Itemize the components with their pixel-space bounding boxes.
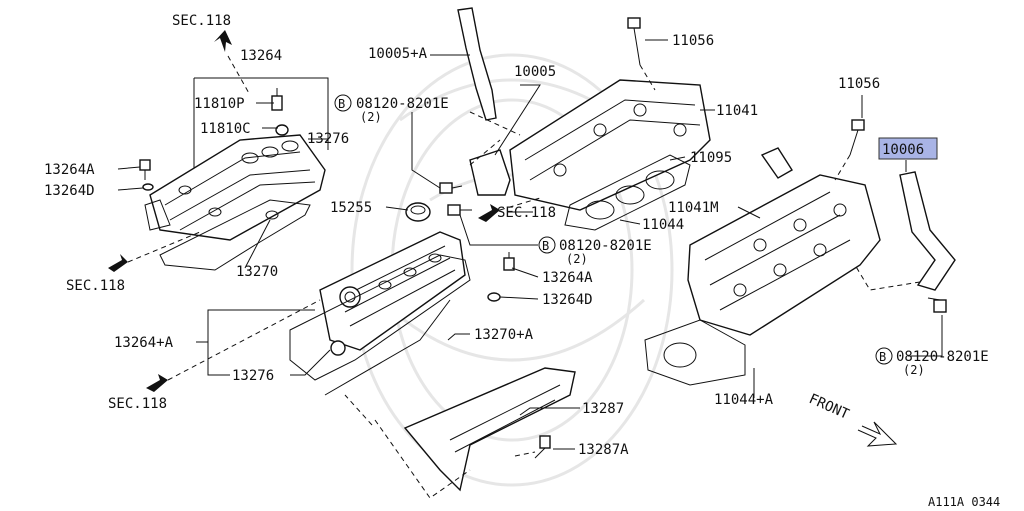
- bolt-11056-top[interactable]: [627, 17, 641, 66]
- label-13270[interactable]: 13270: [236, 264, 278, 280]
- label-08120-top-group[interactable]: B 08120-8201E (2): [334, 94, 449, 124]
- label-10006-highlighted[interactable]: 10006: [878, 137, 938, 160]
- bolt-symbol-right: B: [879, 350, 886, 364]
- cylinder-head-right[interactable]: [687, 174, 881, 336]
- label-13287[interactable]: 13287: [582, 401, 624, 417]
- bolt-symbol-top: B: [338, 97, 345, 111]
- dashed-leaders: [127, 55, 921, 499]
- label-08120-right-group[interactable]: B 08120-8201E (2): [875, 347, 989, 377]
- label-11044a[interactable]: 11044+A: [714, 392, 774, 408]
- label-13287a[interactable]: 13287A: [578, 442, 629, 458]
- label-15255[interactable]: 15255: [330, 200, 372, 216]
- label-10005a[interactable]: 10005+A: [368, 46, 428, 62]
- camshaft-sprocket-11095[interactable]: [760, 147, 793, 179]
- label-08120-right[interactable]: 08120-8201E: [896, 349, 989, 365]
- upper-gasket[interactable]: [159, 199, 311, 271]
- bolt-11056-right[interactable]: [849, 119, 865, 156]
- label-08120-mid-group[interactable]: B 08120-8201E (2): [538, 236, 652, 266]
- head-gasket-11044[interactable]: [564, 154, 691, 231]
- label-08120-mid[interactable]: 08120-8201E: [559, 238, 652, 254]
- arrow-sec118-left: [108, 254, 128, 272]
- label-13276-top[interactable]: 13276: [307, 131, 349, 147]
- head-gasket-11044a[interactable]: [644, 319, 746, 386]
- label-13276-low[interactable]: 13276: [232, 368, 274, 384]
- bolt-08120-mid[interactable]: [447, 204, 472, 216]
- label-08120-top[interactable]: 08120-8201E: [356, 96, 449, 112]
- label-11810c[interactable]: 11810C: [200, 121, 251, 137]
- cylinder-head-left[interactable]: [509, 79, 711, 211]
- label-13264d-left[interactable]: 13264D: [44, 183, 95, 199]
- label-10005[interactable]: 10005: [514, 64, 556, 80]
- label-10006[interactable]: 10006: [882, 142, 924, 158]
- bolt-13264a-mid[interactable]: [503, 252, 515, 271]
- engine-cover[interactable]: [403, 367, 576, 492]
- label-qty2-right: (2): [903, 363, 925, 377]
- washer-13264d-left[interactable]: [142, 183, 154, 191]
- label-11041m[interactable]: 11041M: [668, 200, 719, 216]
- label-13264a-mid[interactable]: 13264A: [542, 270, 593, 286]
- label-qty2-top: (2): [360, 110, 382, 124]
- label-11044[interactable]: 11044: [642, 217, 684, 233]
- grommet[interactable]: [275, 124, 289, 136]
- label-sec118-low[interactable]: SEC.118: [108, 396, 167, 412]
- lower-gasket[interactable]: [289, 254, 471, 396]
- arrow-sec118-top: [214, 30, 232, 52]
- bracket-10005a[interactable]: [457, 7, 497, 121]
- label-13264d-mid[interactable]: 13264D: [542, 292, 593, 308]
- label-front: FRONT: [806, 391, 852, 423]
- bolt-08120-right[interactable]: [927, 297, 947, 313]
- oil-filler-cap[interactable]: [405, 202, 431, 222]
- pcv-valve[interactable]: [271, 88, 283, 111]
- label-sec118-mid[interactable]: SEC.118: [497, 205, 556, 221]
- arrow-sec118-mid: [478, 204, 500, 222]
- arrow-sec118-low: [146, 374, 168, 392]
- label-11095[interactable]: 11095: [690, 150, 732, 166]
- label-11810p[interactable]: 11810P: [194, 96, 245, 112]
- label-qty2-mid: (2): [566, 252, 588, 266]
- label-11041[interactable]: 11041: [716, 103, 758, 119]
- reference-code: A111A 0344: [928, 495, 1000, 509]
- front-arrow: [857, 421, 898, 447]
- leader-lines: [117, 39, 943, 450]
- bolt-symbol-mid: B: [542, 239, 549, 253]
- lower-valve-cover[interactable]: [319, 231, 466, 356]
- bracket-10006[interactable]: [899, 171, 956, 291]
- label-13264a-left[interactable]: 13264A: [44, 162, 95, 178]
- upper-valve-cover[interactable]: [144, 134, 326, 241]
- bolt-13287a[interactable]: [534, 435, 551, 459]
- label-sec118-left[interactable]: SEC.118: [66, 278, 125, 294]
- label-11056-top[interactable]: 11056: [672, 33, 714, 49]
- label-13264a-plus[interactable]: 13264+A: [114, 335, 174, 351]
- washer-13264d-mid[interactable]: [487, 292, 501, 302]
- bolt-13264a-left[interactable]: [139, 159, 151, 180]
- label-sec118-top[interactable]: SEC.118: [172, 13, 231, 29]
- bracket-10005[interactable]: [469, 149, 511, 196]
- label-13270a[interactable]: 13270+A: [474, 327, 534, 343]
- label-13264-top[interactable]: 13264: [240, 48, 282, 64]
- label-11056-right[interactable]: 11056: [838, 76, 880, 92]
